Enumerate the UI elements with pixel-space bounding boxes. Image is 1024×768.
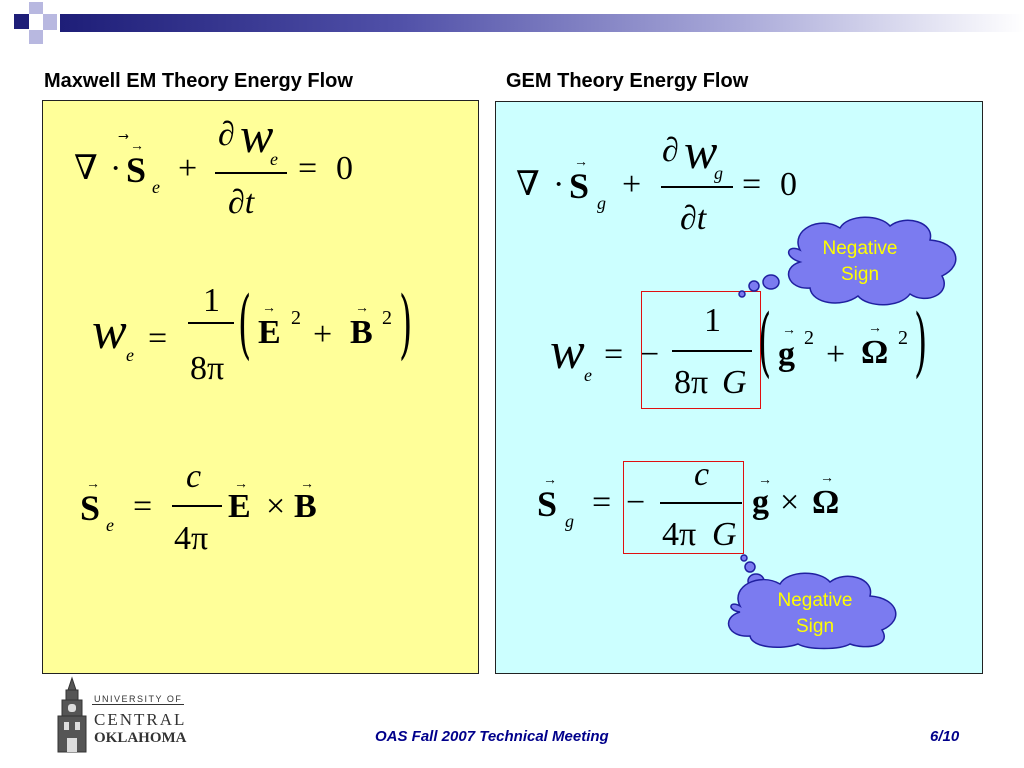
maxwell-panel [42,100,479,674]
negative-sign-highlight-bottom [623,461,744,554]
cloud-callout-bottom [727,554,897,650]
title-decoration [0,0,1024,60]
negative-sign-highlight-top [641,291,761,409]
callout-text-bottom: Negative Sign [777,590,853,637]
callout-text-top: Negative Sign [822,238,898,285]
right-heading: GEM Theory Energy Flow [506,70,749,92]
footer-meeting-title: OAS Fall 2007 Technical Meeting [375,728,609,745]
uco-logo: UNIVERSITY OF CENTRAL OKLAHOMA [52,676,192,754]
tower-icon [57,676,87,753]
slide-number: 6/10 [930,728,960,745]
gem-panel [495,101,983,674]
left-heading: Maxwell EM Theory Energy Flow [44,70,353,92]
cloud-callout-top [738,216,957,306]
